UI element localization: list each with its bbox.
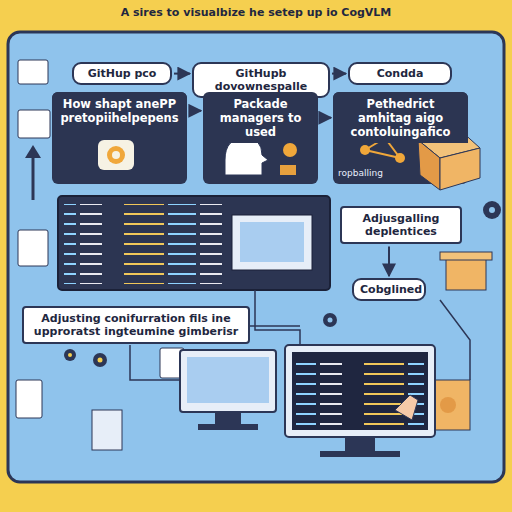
node-text: How shapt anePP pretopiihelpepens [58,98,181,126]
monitor-screen [240,222,304,262]
computer-screen [187,357,269,403]
connector-arrow [189,110,201,112]
document-icon [16,60,184,418]
step-pill: Cobglined [352,278,426,301]
wire [130,345,180,380]
node-text: Condda [356,67,444,80]
panel-heading: How shapt anePP pretopiihelpepens [52,92,187,130]
connector-arrow [174,73,190,75]
monitor-base [198,424,258,430]
step-pill: GitHup pco [72,62,172,85]
dark-panel [52,92,187,184]
dark-panel [203,92,318,184]
connector-arrow [332,73,346,75]
node-text: GitHup pco [80,67,164,80]
side-arrow-head [25,145,41,158]
computer-monitor [285,345,435,437]
wire [255,290,300,345]
monitor-base [320,451,400,457]
gear-icon [98,140,134,170]
terminal-window [58,196,330,290]
hand-icon [395,395,418,420]
monitor [232,215,312,270]
computer-monitor [180,350,276,412]
node-text: GitHupb dovownespalle [200,67,322,93]
wire [250,325,300,327]
node-text: Pethedrict amhitag aigo contoluingafico [339,98,462,139]
wire [440,300,470,380]
step-pill: Condda [348,62,452,85]
blue-panel [8,32,504,482]
code-text [64,204,224,284]
step-box: Adjusgalling deplentices [340,206,462,244]
panel-heading: Packade managers to used [203,92,318,143]
monitor-stand [215,412,241,424]
head-icon [225,138,297,175]
panel-heading: Pethedrict amhitag aigo contoluingafico [333,92,468,143]
computer-screen [292,352,428,430]
computer-tower [92,410,122,450]
connector-arrow [388,246,390,276]
connector-arrow [320,117,331,119]
node-text: Adjusting conifurration fils ine upprora… [30,312,242,338]
title: A sires to visualbize he setep up io Cog… [0,6,512,19]
node-text: Adjusgalling deplentices [348,212,454,238]
node-text: Packade managers to used [209,98,312,139]
step-box: Adjusting conifurration fils ine upprora… [22,306,250,344]
monitor-stand [345,437,375,451]
note-label: ropballing [338,168,383,178]
code-text [296,356,424,426]
node-text: Cobglined [360,283,418,296]
